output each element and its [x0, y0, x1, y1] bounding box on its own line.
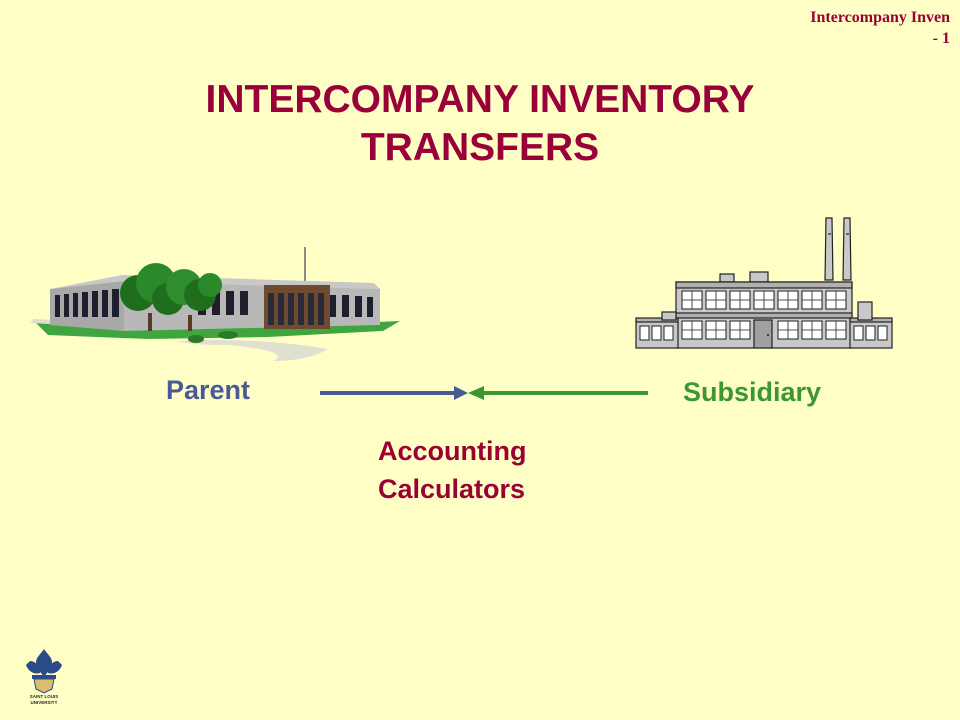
parent-label: Parent — [166, 375, 251, 405]
subsidiary-label: Subsidiary — [683, 377, 822, 407]
office-building-icon — [30, 247, 400, 361]
slide-title: INTERCOMPANY INVENTORY TRANSFERS — [0, 76, 960, 172]
factory-icon — [635, 217, 893, 349]
header-title: Intercompany Inven — [810, 9, 950, 26]
slide-number: - 1 — [932, 30, 950, 47]
title-line-1: INTERCOMPANY INVENTORY — [205, 78, 755, 121]
university-seal-icon: SAINT LOUIS UNIVERSITY — [26, 649, 62, 705]
accounting-calculators-label: Accounting Calculators — [378, 432, 527, 508]
parent-arrow — [320, 386, 468, 400]
slide-header: Intercompany Inven - 1 — [810, 7, 950, 49]
logo-text-line-2: UNIVERSITY — [30, 700, 57, 705]
center-label-line-1: Accounting — [378, 436, 527, 466]
center-label-line-2: Calculators — [378, 474, 526, 504]
title-line-2: TRANSFERS — [360, 126, 600, 169]
logo-text-line-1: SAINT LOUIS — [30, 694, 59, 699]
subsidiary-arrow — [468, 386, 648, 400]
